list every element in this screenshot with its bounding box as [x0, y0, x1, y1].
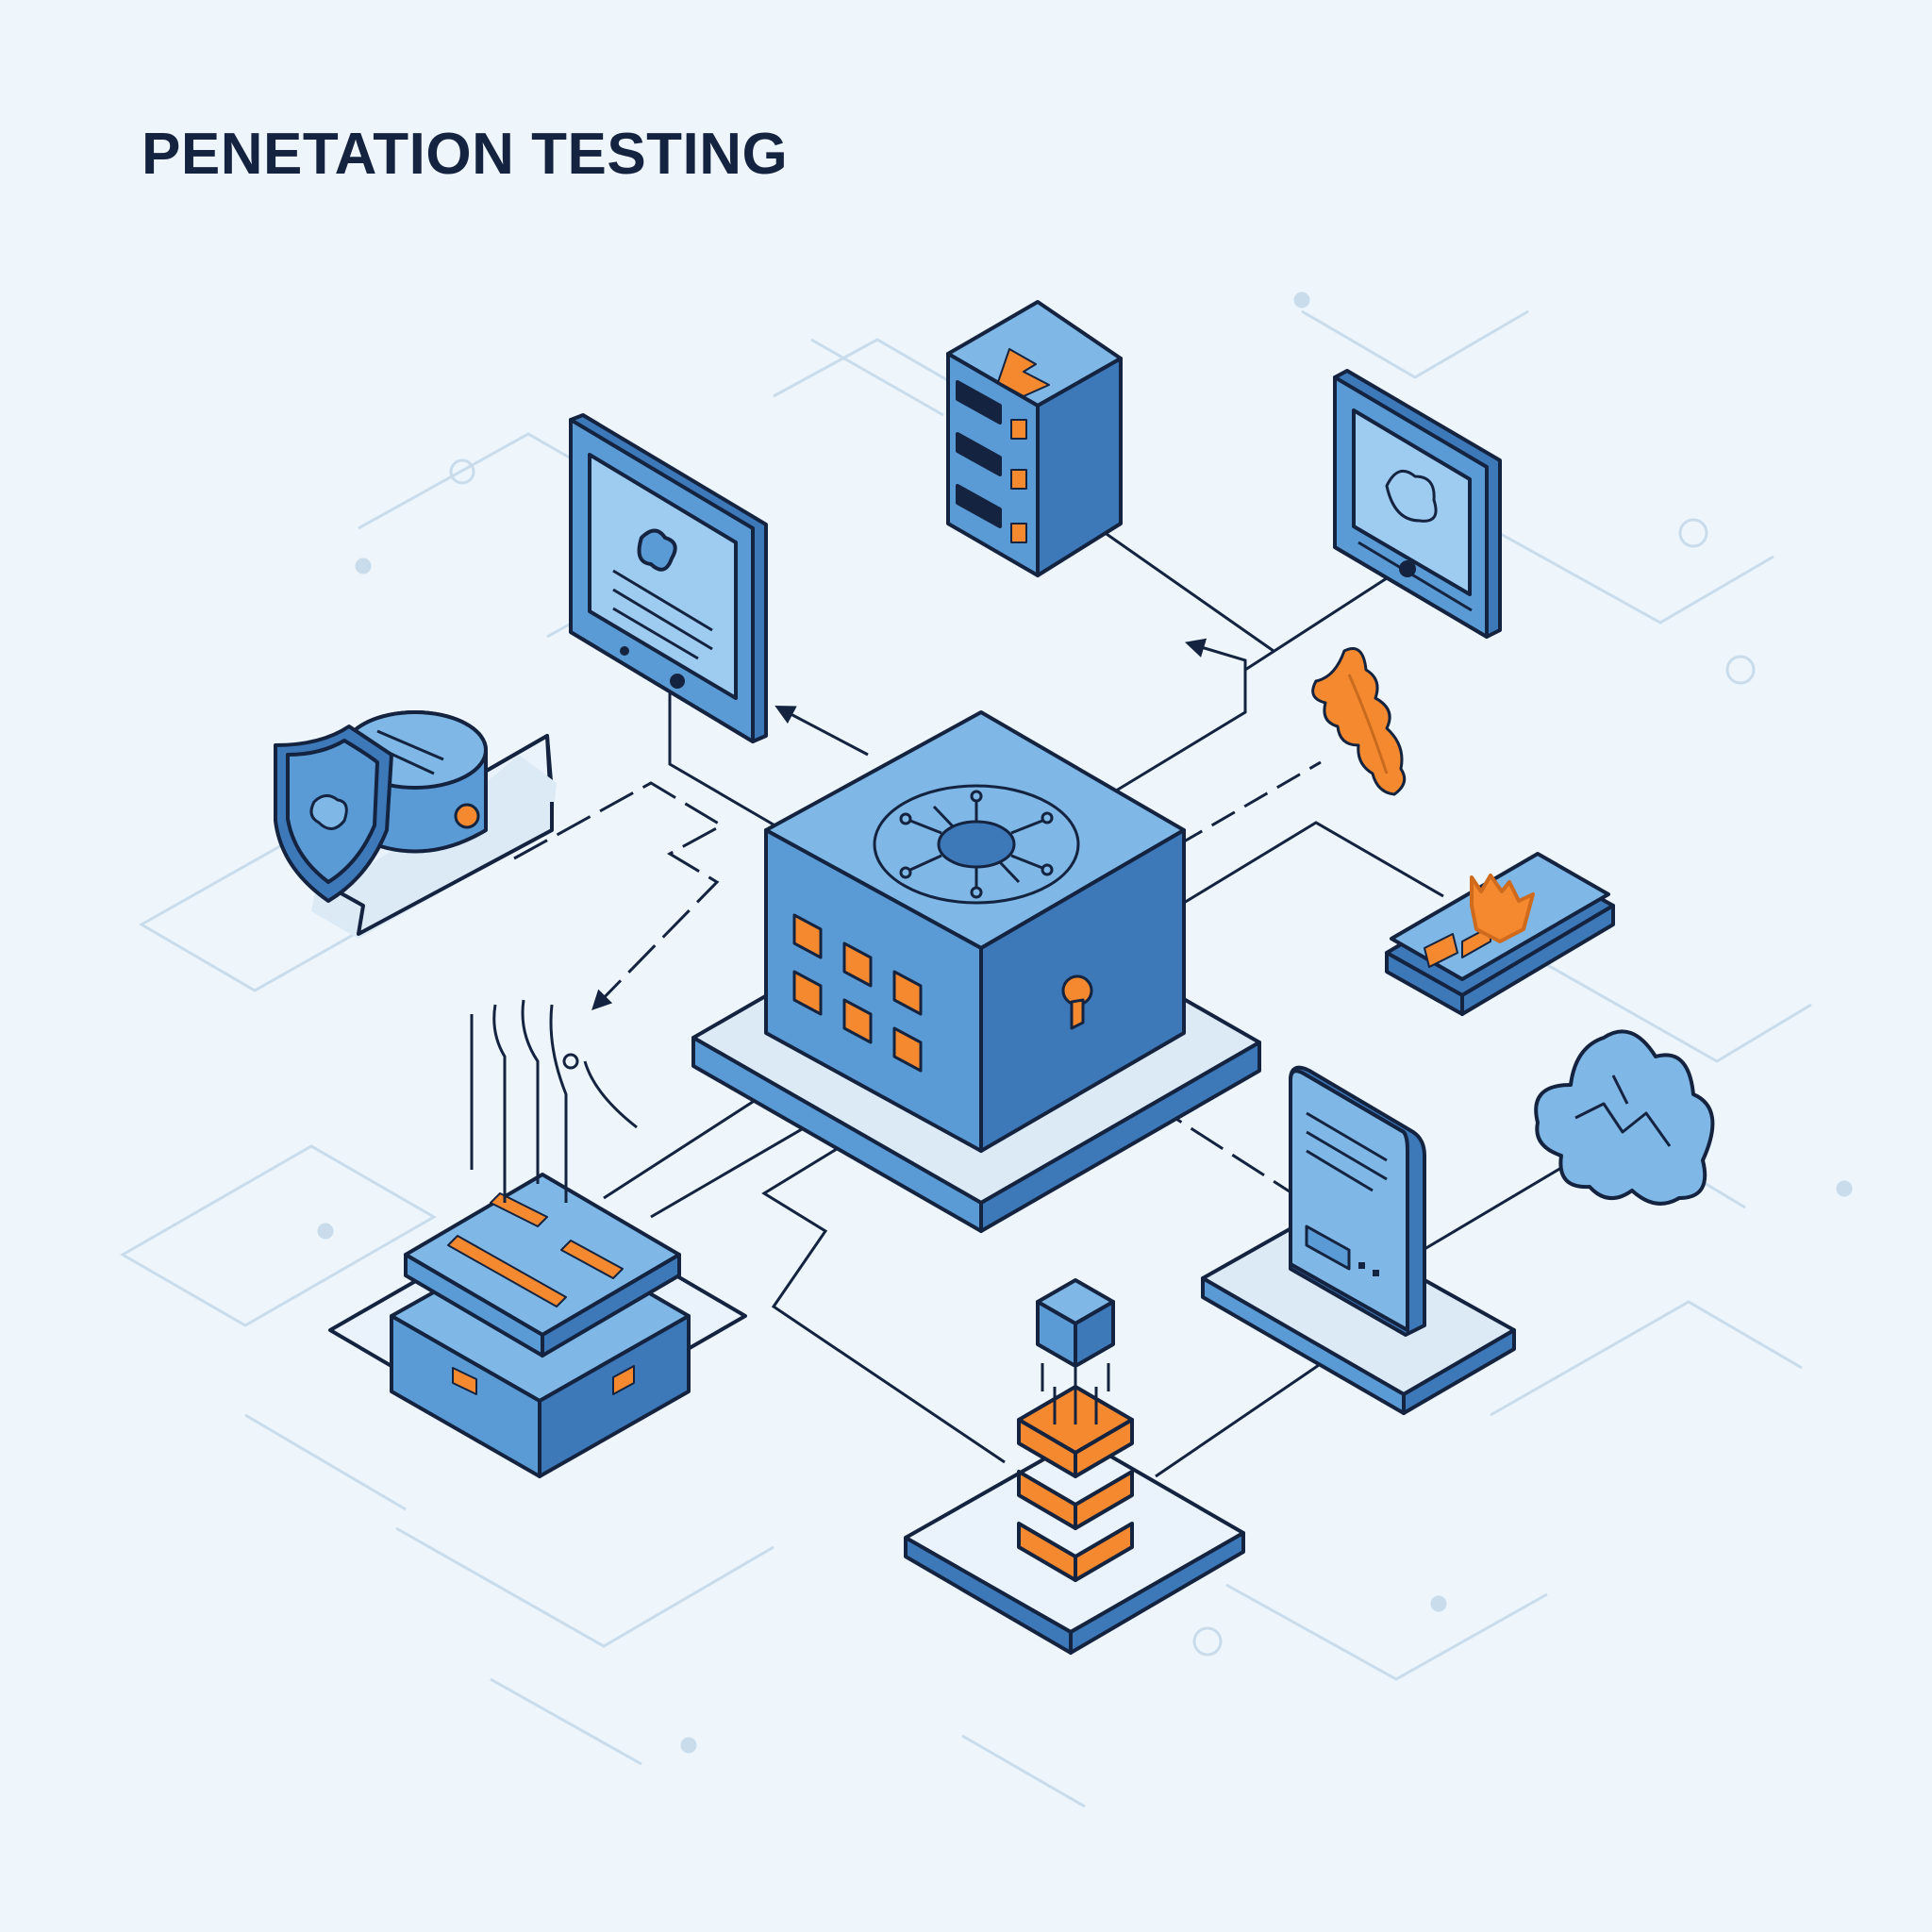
connector-to-server: [1081, 516, 1274, 653]
stack-icon: [904, 1278, 1245, 1655]
phone-icon: [1201, 1065, 1516, 1415]
background-circuit-dots: [317, 291, 1853, 1754]
connector-to-monitor: [1112, 638, 1247, 794]
fire-icon: [1385, 852, 1615, 1016]
bug-icon: [1311, 647, 1407, 796]
tablet-icon: [569, 413, 768, 743]
virus-chip-icon: [691, 710, 1261, 1233]
hardware-icon: [328, 999, 747, 1478]
connector-tablet-down: [668, 693, 784, 832]
connector-to-tablet: [774, 706, 869, 757]
cloud-icon: [1534, 1029, 1715, 1206]
shield-icon: [274, 710, 557, 939]
connector-to-bug: [1178, 760, 1322, 846]
page-title: PENETATION TESTING: [142, 122, 789, 187]
connector-shield: [513, 781, 725, 1011]
connector-stack: [761, 1140, 1006, 1464]
server-rack-icon: [946, 300, 1123, 577]
connector-monitor-line: [1244, 564, 1407, 672]
connector-to-card: [1178, 821, 1444, 908]
monitor-icon: [1333, 369, 1502, 639]
